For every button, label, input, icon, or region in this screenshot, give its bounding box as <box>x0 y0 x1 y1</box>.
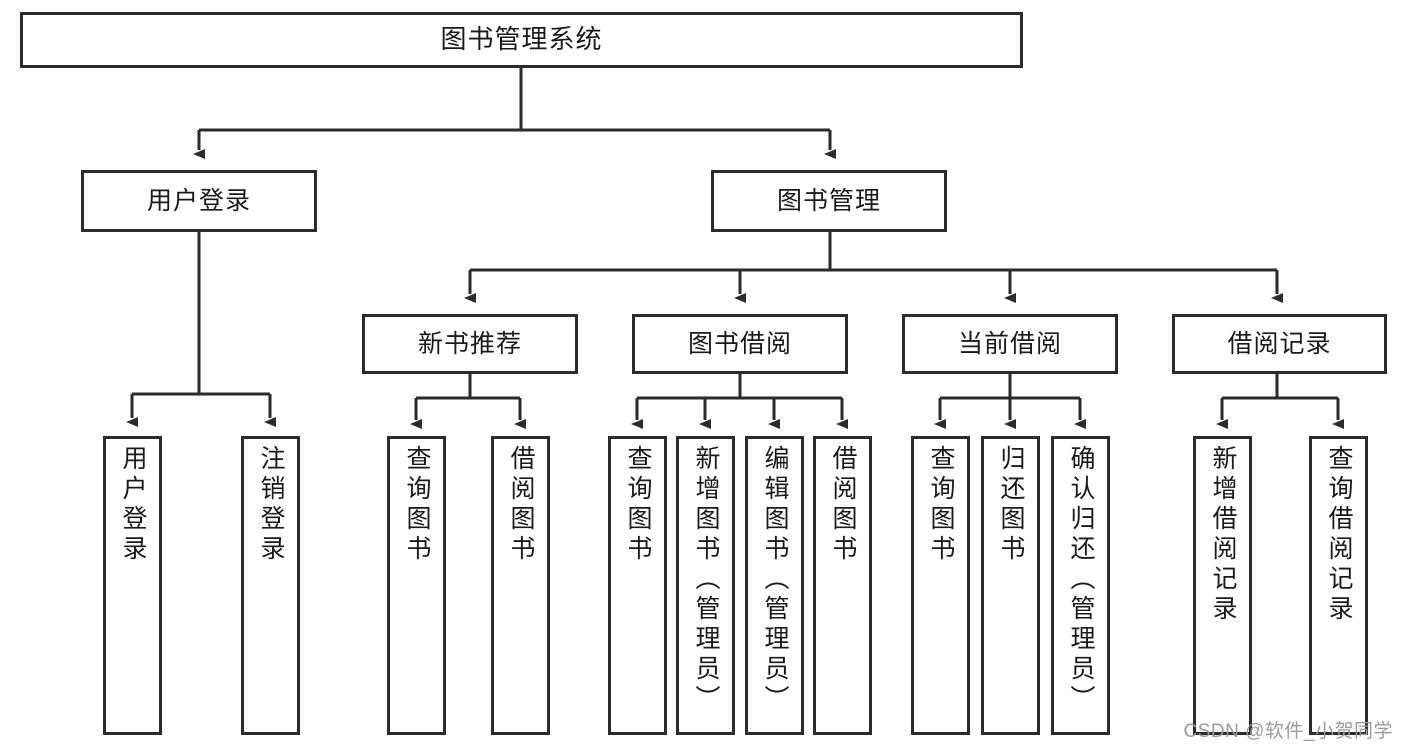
node-user-login-label: 用户登录 <box>146 186 251 215</box>
node-leaf-add-record-label: 新增借阅记录 <box>1209 445 1237 625</box>
node-leaf-return-book-label: 归还图书 <box>997 445 1025 565</box>
node-leaf-user-login[interactable]: 用户登录 <box>103 436 162 735</box>
node-leaf-query-book-1-label: 查询图书 <box>403 445 431 565</box>
node-leaf-query-record[interactable]: 查询借阅记录 <box>1309 436 1368 735</box>
node-leaf-query-book-3[interactable]: 查询图书 <box>911 436 970 735</box>
node-leaf-query-book-3-label: 查询图书 <box>927 445 955 565</box>
node-leaf-query-book-1[interactable]: 查询图书 <box>387 436 446 735</box>
node-leaf-borrow-book-2-label: 借阅图书 <box>829 445 857 565</box>
node-borrow-record[interactable]: 借阅记录 <box>1172 314 1387 374</box>
node-leaf-user-logout-label: 注销登录 <box>257 445 285 565</box>
node-root-label: 图书管理系统 <box>440 24 603 55</box>
node-leaf-edit-book-label: 编辑图书（管理员） <box>761 445 789 715</box>
node-leaf-user-logout[interactable]: 注销登录 <box>241 436 300 735</box>
node-leaf-edit-book[interactable]: 编辑图书（管理员） <box>745 436 804 735</box>
node-leaf-add-book[interactable]: 新增图书（管理员） <box>676 436 735 735</box>
node-current-borrow-label: 当前借阅 <box>957 329 1062 358</box>
node-leaf-borrow-book-2[interactable]: 借阅图书 <box>813 436 872 735</box>
node-leaf-confirm-return-label: 确认归还（管理员） <box>1067 445 1095 715</box>
node-leaf-add-book-label: 新增图书（管理员） <box>692 445 720 715</box>
node-leaf-user-login-label: 用户登录 <box>119 445 147 565</box>
node-leaf-borrow-book-1[interactable]: 借阅图书 <box>491 436 550 735</box>
node-new-book-recommend[interactable]: 新书推荐 <box>362 314 578 374</box>
node-book-borrow-label: 图书借阅 <box>687 329 792 358</box>
node-book-borrow[interactable]: 图书借阅 <box>632 314 848 374</box>
node-current-borrow[interactable]: 当前借阅 <box>902 314 1118 374</box>
node-leaf-add-record[interactable]: 新增借阅记录 <box>1193 436 1252 735</box>
node-user-login[interactable]: 用户登录 <box>81 170 317 232</box>
watermark-text: CSDN @软件_小贺同学 <box>1183 721 1393 742</box>
node-leaf-query-book-2-label: 查询图书 <box>624 445 652 565</box>
node-leaf-query-book-2[interactable]: 查询图书 <box>608 436 667 735</box>
node-root[interactable]: 图书管理系统 <box>20 12 1023 68</box>
node-borrow-record-label: 借阅记录 <box>1227 329 1332 358</box>
node-leaf-confirm-return[interactable]: 确认归还（管理员） <box>1051 436 1110 735</box>
node-book-management[interactable]: 图书管理 <box>711 170 947 232</box>
node-leaf-borrow-book-1-label: 借阅图书 <box>507 445 535 565</box>
node-new-book-recommend-label: 新书推荐 <box>417 329 522 358</box>
node-leaf-return-book[interactable]: 归还图书 <box>981 436 1040 735</box>
node-leaf-query-record-label: 查询借阅记录 <box>1325 445 1353 625</box>
node-book-management-label: 图书管理 <box>776 186 881 215</box>
